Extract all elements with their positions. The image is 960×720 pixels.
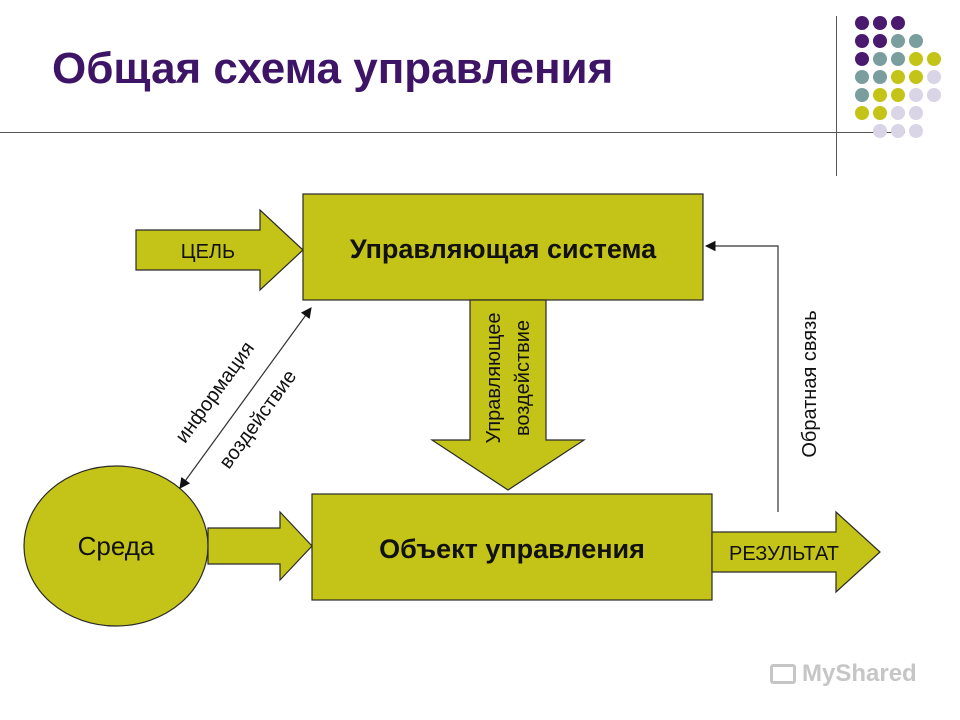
goal-arrow <box>135 208 304 292</box>
dot <box>891 34 905 48</box>
dot <box>909 52 923 66</box>
control-action-arrow <box>429 299 587 491</box>
control-system-box <box>302 193 704 301</box>
presentation-icon <box>770 664 796 684</box>
dot <box>891 124 905 138</box>
dot <box>891 88 905 102</box>
dot <box>873 70 887 84</box>
title-divider-vertical <box>836 16 837 176</box>
dot <box>891 52 905 66</box>
page-title: Общая схема управления <box>52 44 614 93</box>
title-divider-horizontal <box>0 132 905 133</box>
dot <box>873 16 887 30</box>
control-action-label-line2: воздействие <box>512 320 534 436</box>
dot <box>927 88 941 102</box>
dot <box>873 124 887 138</box>
environment-to-object-arrow <box>207 510 313 582</box>
control-action-label-line1: Управляющее <box>483 312 505 443</box>
dot <box>855 34 869 48</box>
dot <box>873 88 887 102</box>
dot <box>873 52 887 66</box>
information-influence-connector <box>179 307 312 489</box>
result-arrow <box>711 510 881 594</box>
dot <box>909 88 923 102</box>
dot <box>909 70 923 84</box>
dot <box>891 16 905 30</box>
watermark: MyShared <box>770 660 917 688</box>
dot <box>927 52 941 66</box>
dot <box>855 88 869 102</box>
environment-label: Среда <box>78 531 155 561</box>
dot <box>873 34 887 48</box>
dot <box>855 52 869 66</box>
control-system-label: Управляющая система <box>350 234 657 264</box>
goal-label: ЦЕЛЬ <box>181 241 235 263</box>
feedback-connector <box>704 240 779 512</box>
dot <box>873 106 887 120</box>
dot <box>891 106 905 120</box>
watermark-text: MyShared <box>802 660 917 687</box>
dot <box>909 34 923 48</box>
control-object-label: Объект управления <box>379 534 645 564</box>
dot <box>855 70 869 84</box>
dot <box>927 70 941 84</box>
dot <box>891 70 905 84</box>
dot <box>909 106 923 120</box>
result-label: РЕЗУЛЬТАТ <box>729 543 839 565</box>
dot <box>855 106 869 120</box>
feedback-label: Обратная связь <box>799 310 821 457</box>
control-object-box <box>311 493 713 601</box>
dot <box>909 124 923 138</box>
dot <box>855 16 869 30</box>
